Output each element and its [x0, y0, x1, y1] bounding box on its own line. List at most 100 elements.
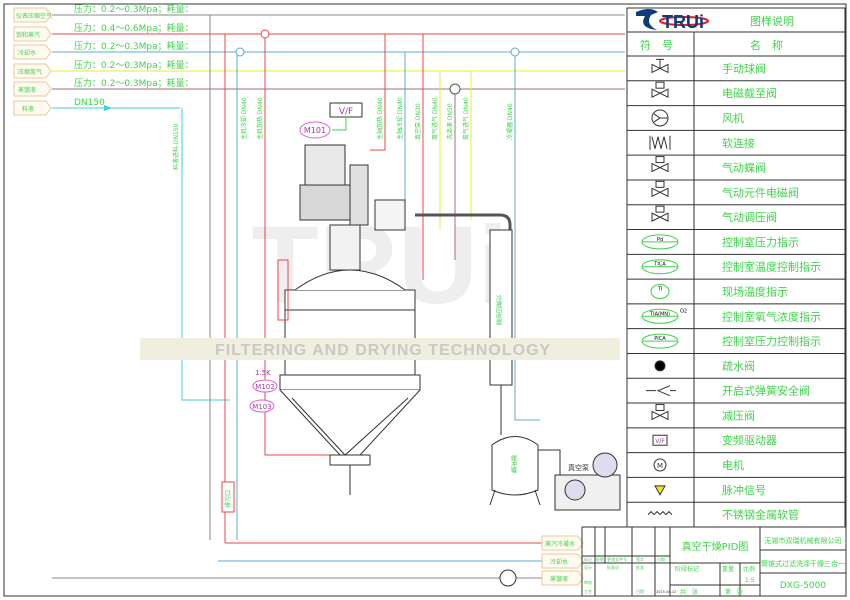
title-block: 真空干燥PID图 无锡市双瑞机械有限公司 筒锥式过滤洗涤干燥三合一 DXG-50…	[581, 526, 847, 597]
svg-text:标记: 标记	[584, 556, 592, 562]
legend-row: 电磁截至阀	[627, 80, 845, 100]
svg-text:M102: M102	[255, 383, 274, 391]
svg-text:氮气进气 DN40: 氮气进气 DN40	[431, 97, 439, 140]
return-lines: 蒸汽冷凝水 冷却水 蒸馏液	[52, 535, 584, 587]
pd-icon: Pd	[641, 234, 679, 250]
svg-text:无锡市双瑞机械有限公司: 无锡市双瑞机械有限公司	[765, 536, 842, 545]
svg-text:氮气进气 DN40: 氮气进气 DN40	[462, 97, 470, 140]
legend-row: 气动调压阀	[627, 204, 845, 224]
legend-row: 手动球阀	[651, 58, 766, 75]
legend-row: 风机	[627, 105, 845, 127]
svg-text:M101: M101	[304, 126, 326, 135]
svg-text:TIA(MN): TIA(MN)	[649, 311, 670, 317]
svg-text:日期: 日期	[657, 556, 665, 562]
svg-text:蒸汽冷凝水: 蒸汽冷凝水	[545, 540, 575, 548]
drawing-frame	[3, 3, 847, 597]
legend-label: 控制室压力指示	[722, 235, 799, 249]
svg-text:压力：0.2～0.3Mpa；耗量：: 压力：0.2～0.3Mpa；耗量：	[74, 3, 194, 15]
svg-text:主轴加热 DN40: 主轴加热 DN40	[376, 97, 384, 140]
return-tag: 蒸汽冷凝水	[541, 535, 584, 551]
svg-text:工艺: 工艺	[584, 589, 592, 594]
svg-text:比例: 比例	[743, 565, 755, 573]
legend-row: TICA 控制室温度控制指示	[627, 253, 845, 275]
svg-text:1.5K: 1.5K	[255, 369, 271, 377]
svg-text:料液: 料液	[22, 105, 34, 113]
svg-text:DXG-5000: DXG-5000	[780, 581, 826, 591]
svg-text:审核: 审核	[584, 579, 592, 585]
legend-label: 不锈钢金属软管	[722, 508, 799, 522]
svg-text:M103: M103	[252, 403, 271, 411]
legend-label: 手动球阀	[722, 61, 766, 75]
legend-label: 脉冲信号	[722, 483, 766, 497]
legend-row: 气动元件电磁阀	[627, 179, 845, 199]
motor-m103	[249, 399, 275, 413]
svg-text:真空泵 DN20: 真空泵 DN20	[414, 103, 422, 140]
svg-text:阶段标记: 阶段标记	[675, 565, 699, 573]
svg-text:TICA: TICA	[653, 262, 666, 268]
utility-tag: 仪表压缩空气 压力：0.2～0.3Mpa；耗量：	[13, 3, 194, 23]
legend-row: 脉冲信号	[627, 476, 845, 497]
pulse-signal-icon	[654, 485, 666, 496]
tica-icon: TICA	[641, 259, 679, 275]
buffer-tank: 缓冲罐	[489, 436, 541, 506]
utility-tag: 饱和蒸汽 压力：0.4～0.6Mpa；耗量：	[13, 22, 194, 42]
svg-text:DN150: DN150	[74, 98, 105, 108]
legend-label: 电机	[722, 458, 744, 472]
legend-label: 疏水阀	[722, 359, 755, 373]
svg-text:冷凝回收器: 冷凝回收器	[495, 294, 502, 326]
svg-text:V/F: V/F	[339, 107, 353, 117]
svg-text:压力：0.2～0.3Mpa；耗量：: 压力：0.2～0.3Mpa；耗量：	[74, 59, 194, 71]
metal-hose-icon	[647, 510, 673, 516]
svg-text:PICA: PICA	[654, 336, 666, 342]
legend-col-name: 名 称	[750, 38, 783, 52]
legend-label: 气动调压阀	[722, 210, 777, 224]
svg-text:饱和蒸汽: 饱和蒸汽	[16, 31, 40, 39]
svg-text:真空泵: 真空泵	[568, 463, 589, 472]
svg-text:O2: O2	[680, 308, 687, 314]
vertical-pipes	[181, 15, 540, 543]
svg-text:日期: 日期	[636, 588, 644, 594]
svg-text:冷却水: 冷却水	[18, 49, 36, 57]
return-tag: 冷却水	[541, 553, 584, 569]
legend-col-symbol: 符 号	[640, 39, 673, 52]
legend-label: 气动元件电磁阀	[722, 185, 799, 199]
svg-text:料液进料 DN150: 料液进料 DN150	[172, 123, 180, 170]
svg-text:Pd: Pd	[657, 237, 663, 243]
legend-label: 开启式弹簧安全阀	[722, 384, 810, 398]
flexible-joint-icon	[649, 135, 671, 150]
svg-text:主机冷却 DN40: 主机冷却 DN40	[240, 97, 248, 140]
legend-row: 气动蝶阀	[627, 154, 845, 175]
svg-text:1:5: 1:5	[745, 577, 755, 584]
legend-label: 减压阀	[722, 408, 755, 422]
legend-label: 气动蝶阀	[722, 161, 766, 175]
legend-label: 控制室温度控制指示	[722, 260, 821, 274]
motor-m102	[252, 379, 278, 393]
svg-text:批准: 批准	[636, 564, 644, 570]
ti-icon: TI	[650, 284, 670, 299]
reducing-valve-icon	[651, 403, 669, 421]
legend-label: 控制室压力控制指示	[722, 334, 821, 348]
svg-text:主机加热 DN40: 主机加热 DN40	[256, 97, 264, 140]
legend-row: 软连接	[627, 129, 845, 150]
svg-text:重量: 重量	[722, 565, 734, 573]
svg-text:仪表压缩空气: 仪表压缩空气	[16, 12, 52, 20]
solenoid-stop-valve-icon	[651, 81, 669, 98]
svg-text:签字: 签字	[636, 556, 644, 562]
legend-label: 软连接	[722, 136, 755, 150]
legend-row: 疏水阀	[627, 352, 845, 373]
legend-row: 不锈钢金属软管	[627, 501, 845, 522]
legend-row: Pd 控制室压力指示	[627, 229, 845, 250]
svg-text:TRUi: TRUi	[662, 12, 704, 32]
pica-icon: PICA	[641, 333, 679, 349]
svg-text:真空干燥PID图: 真空干燥PID图	[682, 540, 749, 553]
svg-text:压力：0.4～0.6Mpa；耗量：: 压力：0.4～0.6Mpa；耗量：	[74, 22, 194, 34]
pneumatic-pressure-regulator-icon	[651, 205, 669, 222]
legend-label: 风机	[722, 111, 744, 125]
svg-text:TI: TI	[657, 287, 663, 293]
